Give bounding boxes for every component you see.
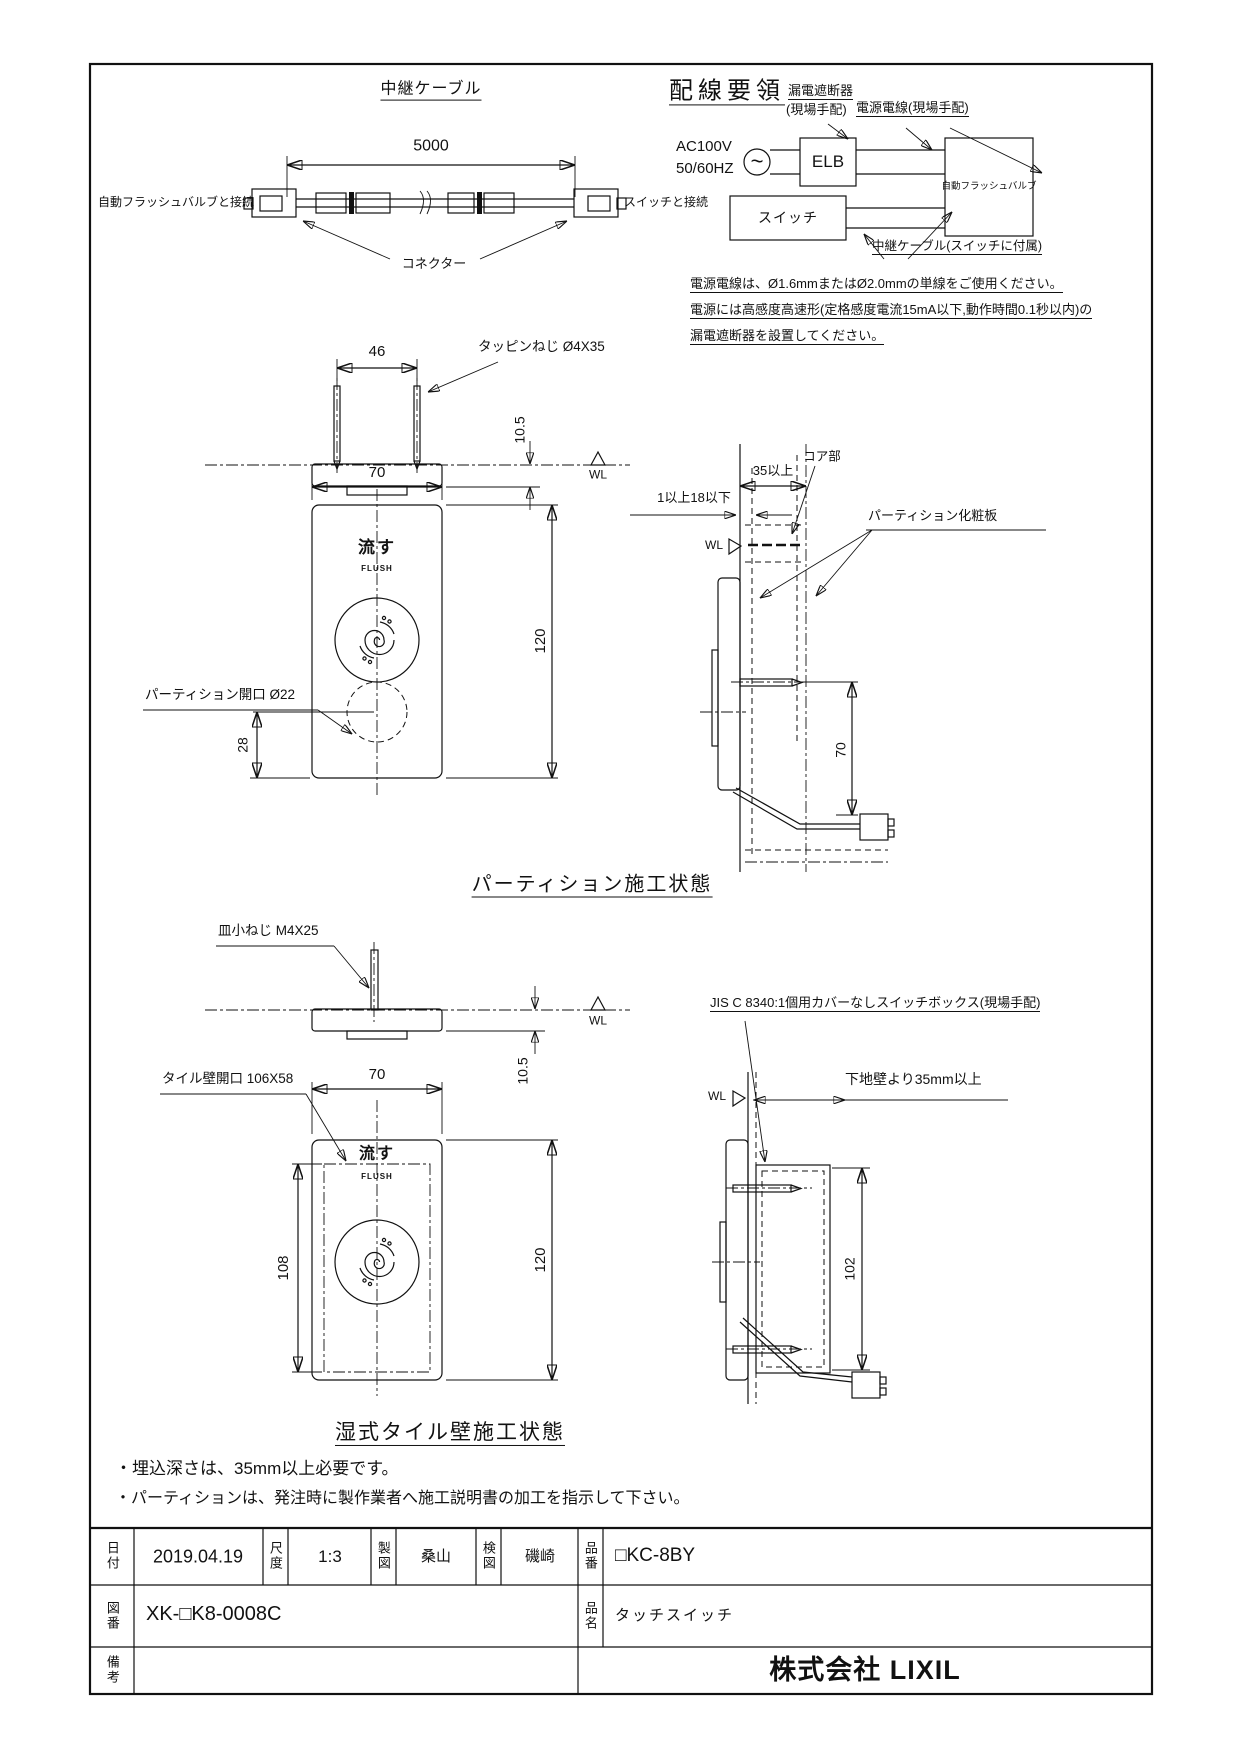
machine-screw-label: 皿小ねじ M4X25 xyxy=(218,923,319,938)
valve-box-label: 自動フラッシュバルブ xyxy=(941,181,1037,193)
plate-flush-jp-2: 流す xyxy=(358,1145,396,1163)
wiring-note-2: 電源には高感度高速形(定格感度電流15mA以下,動作時間0.1秒以内)の xyxy=(690,302,1093,319)
ac-frequency-label: 50/60HZ xyxy=(676,160,734,177)
dim-120-partition: 120 xyxy=(532,628,550,654)
core-label: コア部 xyxy=(803,449,841,464)
partition-panel-label: パーティション化粧板 xyxy=(868,508,998,523)
general-note-1: ・埋込深さは、35mm以上必要です。 xyxy=(115,1459,399,1478)
title-block-scale-label: 尺度 xyxy=(267,1541,283,1571)
partition-side-view-drawing xyxy=(630,444,1046,872)
embed-depth-label: 下地壁より35mm以上 xyxy=(845,1071,982,1087)
cable-left-end-label: 自動フラッシュバルブと接続 xyxy=(98,195,255,209)
title-block-drawing-number: XK-□K8-0008C xyxy=(146,1603,282,1625)
plate-flush-en-2: FLUSH xyxy=(361,1171,393,1181)
title-block-part-name: タッチスイッチ xyxy=(615,1607,735,1624)
cable-right-end-label: スイッチと接続 xyxy=(624,195,709,209)
wall-line-symbol-2: WL xyxy=(705,538,723,552)
sheet-border xyxy=(88,62,1154,1696)
title-block-dwgno-label: 図番 xyxy=(104,1601,120,1631)
title-block-date-label: 日付 xyxy=(104,1541,120,1571)
dim-35-min: 35以上 xyxy=(752,463,794,479)
connector-label: コネクター xyxy=(401,256,467,272)
title-block-part-number: □KC-8BY xyxy=(615,1545,696,1566)
cable-length-dim: 5000 xyxy=(413,137,449,155)
title-block-drawn-by: 桑山 xyxy=(420,1548,452,1566)
dim-108: 108 xyxy=(275,1255,293,1281)
switch-box-label: スイッチ xyxy=(758,209,818,226)
relay-cable-note: 中継ケーブル(スイッチに付属) xyxy=(872,239,1043,256)
title-block-checked-by: 磯崎 xyxy=(524,1548,556,1566)
tile-top-view-drawing xyxy=(205,942,630,1054)
title-block-date: 2019.04.19 xyxy=(152,1546,244,1567)
dim-70-tile: 70 xyxy=(368,1066,386,1084)
wall-line-symbol-1: WL xyxy=(589,467,607,482)
company-logo: 株式会社 LIXIL xyxy=(769,1654,961,1685)
dim-102: 102 xyxy=(841,1257,858,1281)
ac-source-icon: ~ xyxy=(750,148,764,174)
title-block-lines xyxy=(90,1526,1152,1694)
title-block-remarks-label: 備考 xyxy=(104,1655,120,1685)
elb-box-label: ELB xyxy=(811,152,845,172)
title-block-drawn-label: 製図 xyxy=(375,1541,391,1571)
dim-120-tile: 120 xyxy=(532,1247,550,1273)
tile-opening-label: タイル壁開口 106X58 xyxy=(162,1071,294,1086)
title-block-checked-label: 検図 xyxy=(480,1541,496,1571)
partition-opening-label: パーティション開口 Ø22 xyxy=(145,687,295,702)
breaker-label: 漏電遮断器 xyxy=(788,83,854,100)
tile-side-view-drawing xyxy=(712,1020,1008,1404)
dim-1-to-18: 1以上18以下 xyxy=(657,490,731,506)
dim-28: 28 xyxy=(234,737,251,753)
dim-10-5-partition: 10.5 xyxy=(511,416,528,444)
general-note-2: ・パーティションは、発注時に製作業者へ施工説明書の加工を指示して下さい。 xyxy=(115,1490,690,1507)
dim-70-partition: 70 xyxy=(368,464,386,482)
switch-box-spec-label: JIS C 8340:1個用カバーなしスイッチボックス(現場手配) xyxy=(710,995,1041,1012)
cable-title: 中継ケーブル xyxy=(380,81,482,101)
tapping-screw-label: タッピンねじ Ø4X35 xyxy=(478,339,605,354)
partition-caption: パーティション施工状態 xyxy=(471,873,713,898)
wiring-title: 配線要領 xyxy=(669,77,785,106)
title-block-partname-label: 品名 xyxy=(582,1601,598,1631)
partition-front-view-drawing xyxy=(143,481,558,797)
dim-46: 46 xyxy=(368,343,386,361)
title-block-scale: 1:3 xyxy=(318,1547,342,1567)
title-block-partno-label: 品番 xyxy=(582,1541,598,1571)
dim-10-5-tile: 10.5 xyxy=(514,1057,531,1085)
dim-70-side: 70 xyxy=(832,742,849,758)
tile-caption: 湿式タイル壁施工状態 xyxy=(335,1421,565,1447)
breaker-site-note: (現場手配) xyxy=(786,102,847,117)
wall-line-symbol-3: WL xyxy=(589,1013,607,1028)
plate-flush-jp-1: 流す xyxy=(358,538,396,558)
wiring-note-1: 電源電線は、Ø1.6mmまたはØ2.0mmの単線をご使用ください。 xyxy=(690,276,1063,293)
power-wire-label: 電源電線(現場手配) xyxy=(856,100,969,117)
cable-assembly-drawing xyxy=(243,156,627,260)
wall-line-symbol-4: WL xyxy=(708,1089,726,1103)
wiring-note-3: 漏電遮断器を設置してください。 xyxy=(690,328,885,345)
ac-voltage-label: AC100V xyxy=(676,138,732,155)
tile-front-view-drawing xyxy=(160,1082,558,1396)
plate-flush-en-1: FLUSH xyxy=(361,563,393,573)
